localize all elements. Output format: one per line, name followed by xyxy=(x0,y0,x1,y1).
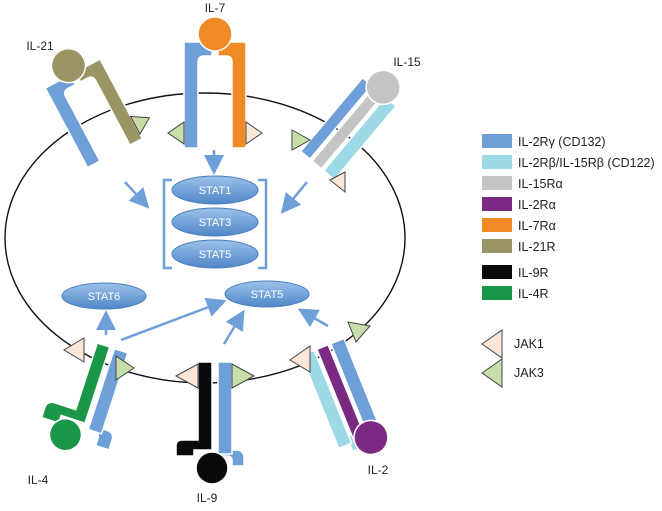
il4r-chain xyxy=(40,342,111,425)
stat5-bottom-node: STAT5 xyxy=(224,280,310,308)
il9-label: IL-9 xyxy=(197,491,218,505)
stat3-label: STAT3 xyxy=(199,217,232,229)
stat6-label: STAT6 xyxy=(88,291,121,303)
legend: IL-2Rγ (CD132) IL-2Rβ/IL-15Rβ (CD122) IL… xyxy=(481,134,655,388)
stat3-node: STAT3 xyxy=(171,207,259,237)
jak1-triangle-il15 xyxy=(329,171,346,194)
il4-ligand xyxy=(48,417,83,452)
stat-bracket-right xyxy=(258,178,268,270)
arrow-il2-to-stat5 xyxy=(297,308,329,328)
il21r-chain xyxy=(74,58,144,147)
legend-label-0: IL-2Rγ (CD132) xyxy=(518,135,606,149)
legend-swatch-2 xyxy=(482,176,512,190)
jak1-triangle xyxy=(174,363,199,389)
jak3-triangle xyxy=(167,121,185,145)
il9-ligand xyxy=(195,451,229,485)
il15-receptor xyxy=(299,69,401,181)
arrow-il21-to-stats xyxy=(124,181,150,209)
jak3-triangle-il15 xyxy=(291,129,312,151)
stat5-bottom-label: STAT5 xyxy=(251,289,284,301)
arrow-il4-to-stat5 xyxy=(120,297,227,342)
jak1-triangle-il4 xyxy=(63,337,85,363)
stat5-top-label: STAT5 xyxy=(199,249,232,261)
legend-swatch-5 xyxy=(482,239,512,253)
il2-receptor xyxy=(300,337,389,456)
jak3-triangle xyxy=(231,363,256,389)
legend-swatch-6 xyxy=(482,265,512,279)
legend-swatch-7 xyxy=(482,286,512,300)
arrow-il9-to-stat5 xyxy=(222,309,245,345)
il2rg-chain xyxy=(44,73,101,169)
stat1-node: STAT1 xyxy=(171,175,259,205)
jak1-triangle xyxy=(245,121,263,145)
jak1-triangle-il2 xyxy=(289,345,311,373)
jak1-legend-triangle xyxy=(481,329,503,359)
il9-receptor: IL-9 xyxy=(174,361,256,505)
il21-receptor xyxy=(44,47,151,169)
legend-label-6: IL-9R xyxy=(518,266,549,280)
legend-label-7: IL-4R xyxy=(518,287,549,301)
il7-label: IL-7 xyxy=(205,1,226,15)
il9r-chain xyxy=(175,361,213,457)
legend-label-3: IL-2Rα xyxy=(518,198,556,212)
legend-label-5: IL-21R xyxy=(518,240,556,254)
il21-label: IL-21 xyxy=(26,39,54,53)
jak3-legend-triangle xyxy=(481,358,503,388)
jak1-legend-label: JAK1 xyxy=(514,337,544,351)
legend-swatch-1 xyxy=(482,155,512,169)
il4-label: IL-4 xyxy=(28,473,49,487)
jak3-triangle-il4 xyxy=(115,355,135,381)
il2-ligand xyxy=(353,419,389,456)
arrow-il15-to-stats xyxy=(280,181,308,214)
legend-label-4: IL-7Rα xyxy=(518,219,556,233)
legend-swatch-4 xyxy=(482,218,512,232)
il2rg-chain xyxy=(183,41,213,149)
legend-label-2: IL-15Rα xyxy=(518,177,563,191)
il4-receptor xyxy=(40,342,129,452)
jak3-triangle xyxy=(129,115,151,136)
stat6-node: STAT6 xyxy=(61,282,147,310)
il7-ligand xyxy=(197,16,233,52)
stat5-top-node: STAT5 xyxy=(171,239,259,269)
jak3-triangle-il2 xyxy=(347,321,371,343)
stat-bracket-left xyxy=(162,178,172,270)
legend-swatch-3 xyxy=(482,197,512,211)
il15-label: IL-15 xyxy=(393,55,421,69)
il15-ligand xyxy=(365,69,401,106)
il7-receptor: IL-7 xyxy=(167,1,263,149)
il21-ligand xyxy=(50,47,87,84)
stat1-label: STAT1 xyxy=(199,185,232,197)
jak3-legend-label: JAK3 xyxy=(514,366,544,380)
il7ra-chain xyxy=(217,41,247,149)
legend-swatch-0 xyxy=(482,134,512,148)
il2-label: IL-2 xyxy=(368,463,389,477)
legend-label-1: IL-2Rβ/IL-15Rβ (CD122) xyxy=(518,156,655,170)
